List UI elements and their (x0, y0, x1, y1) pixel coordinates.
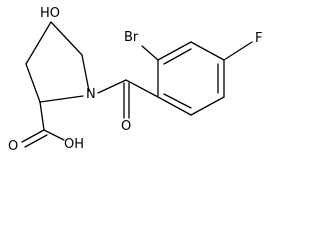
bond-c2-n (39, 95, 84, 103)
bond-ar2-br (141, 45, 159, 61)
bond-cacid-oh (43, 129, 65, 141)
bond-ar2-ar3 (157, 41, 192, 61)
carboxylic-acid-final (21, 101, 65, 148)
bond-c4-c5 (50, 21, 83, 56)
molecule-final: HO Br F N O O OH (8, 6, 263, 154)
amide-final (97, 79, 159, 119)
structure-canvas: HO Br F N O O OH (8, 6, 263, 154)
pyrrolidine-bonds-final (25, 21, 90, 103)
bond-ar4-f (223, 41, 253, 61)
bond-cacid-o-a (21, 129, 45, 143)
acid-hydroxyl-label: OH (64, 137, 84, 152)
bond-c3-c2 (25, 63, 41, 103)
benzene-final (157, 41, 225, 116)
bond-ar-inner-1 (163, 48, 192, 65)
bromine-label: Br (124, 30, 139, 45)
bond-ar3-ar4 (190, 41, 225, 61)
nitrogen-label: N (86, 87, 96, 102)
bond-ar5-ar6 (190, 96, 225, 116)
hydroxyl-label: HO (40, 6, 60, 21)
carbonyl-oxygen-label: O (121, 119, 131, 134)
bond-c2-cacid (39, 101, 45, 131)
bond-ar-inner-3 (163, 93, 192, 109)
acid-oxygen-label: O (8, 139, 18, 154)
bond-ar6-ar1 (157, 96, 192, 116)
bond-c5-n (81, 54, 90, 92)
bond-camide-aryl (125, 79, 159, 98)
bond-n-camide (97, 79, 127, 94)
bond-c4-c3 (25, 21, 52, 65)
fluorine-label: F (255, 31, 262, 46)
bond-cacid-o-b (24, 134, 48, 148)
